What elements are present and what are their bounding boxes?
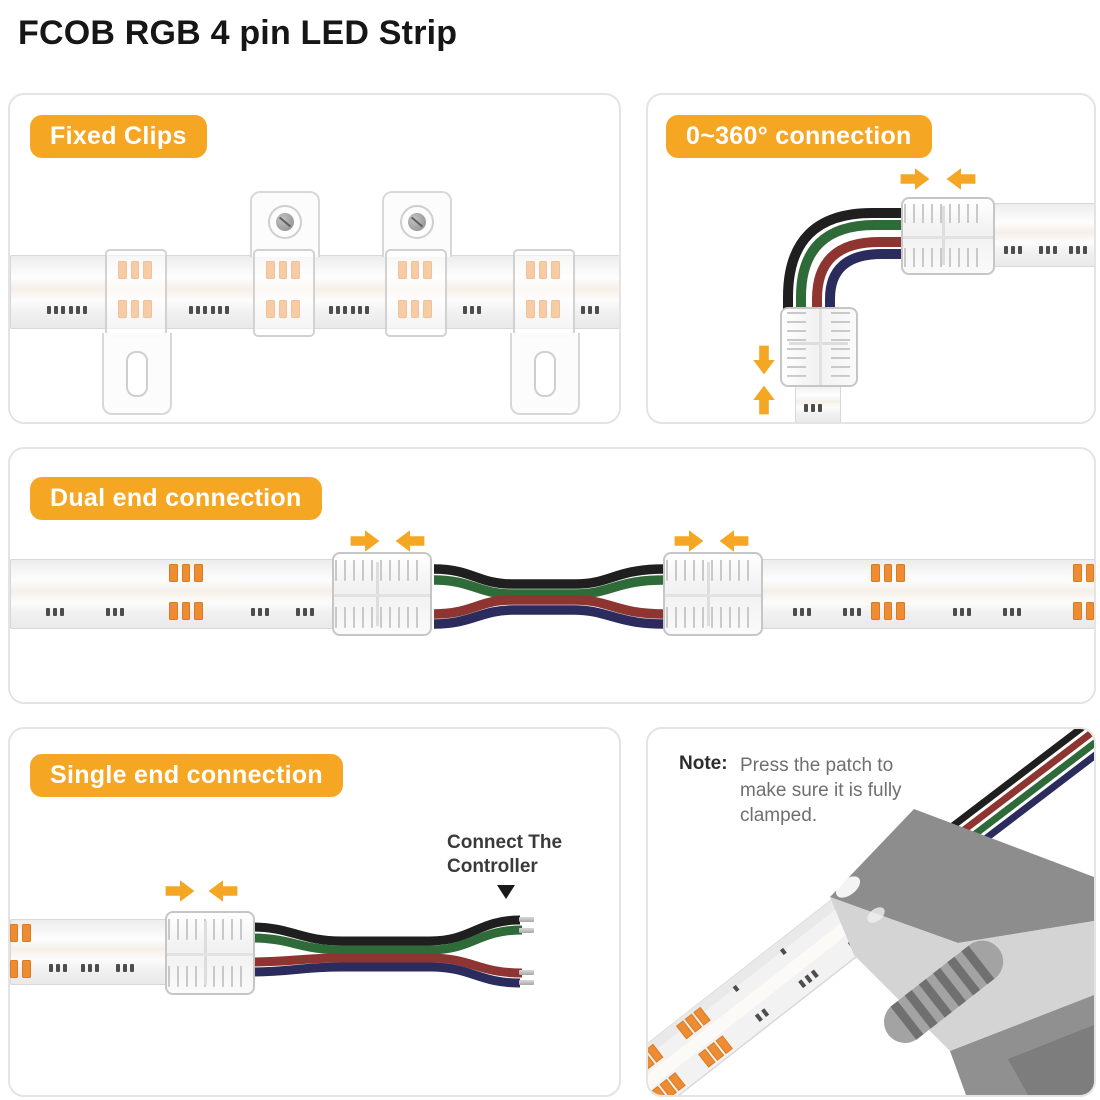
connect-controller-label: Connect The Controller bbox=[447, 832, 563, 877]
screw-icon bbox=[408, 213, 426, 231]
push-right-arrow-icon bbox=[900, 168, 930, 190]
mounting-clip-tab bbox=[382, 191, 452, 257]
component-marks bbox=[49, 964, 67, 972]
solder-pad-group bbox=[871, 564, 906, 582]
pointer-down-arrow-icon bbox=[497, 885, 515, 899]
angle-connection-badge: 0~360° connection bbox=[666, 115, 932, 158]
mounting-clip bbox=[385, 249, 447, 337]
wire-green bbox=[250, 925, 523, 955]
strip-connector bbox=[901, 197, 995, 275]
component-marks bbox=[81, 964, 99, 972]
note-label: Note: bbox=[679, 753, 728, 774]
push-down-arrow-icon bbox=[753, 345, 775, 375]
wire-green bbox=[433, 575, 665, 599]
panel-angle-connection: 0~360° connection bbox=[646, 93, 1096, 424]
wire-pin bbox=[519, 970, 534, 975]
component-marks bbox=[1039, 246, 1057, 254]
component-marks bbox=[69, 306, 87, 314]
component-marks bbox=[116, 964, 134, 972]
mounting-clip bbox=[253, 249, 315, 337]
component-marks bbox=[953, 608, 971, 616]
wire-blue bbox=[825, 249, 906, 309]
solder-pad-group bbox=[10, 924, 32, 942]
component-marks bbox=[351, 306, 369, 314]
wire-pin bbox=[519, 980, 534, 985]
component-marks bbox=[1004, 246, 1022, 254]
push-right-arrow-icon bbox=[350, 530, 380, 552]
strip-connector bbox=[332, 552, 432, 636]
screw-hole bbox=[268, 205, 302, 239]
strip-connector bbox=[780, 307, 858, 387]
screw-hole bbox=[400, 205, 434, 239]
push-right-arrow-icon bbox=[674, 530, 704, 552]
push-left-arrow-icon bbox=[395, 530, 425, 552]
wire-pin bbox=[519, 928, 534, 933]
solder-pad-group bbox=[1073, 564, 1094, 582]
led-strip bbox=[10, 559, 336, 629]
component-marks bbox=[211, 306, 229, 314]
screw-icon bbox=[276, 213, 294, 231]
component-marks bbox=[46, 608, 64, 616]
wire-black bbox=[433, 564, 665, 589]
mounting-clip bbox=[105, 249, 167, 337]
led-strip bbox=[988, 203, 1094, 267]
panel-fixed-clips: Fixed Clips bbox=[8, 93, 621, 424]
wire-green bbox=[796, 220, 906, 309]
component-marks bbox=[329, 306, 347, 314]
strip-connector bbox=[663, 552, 763, 636]
pliers bbox=[830, 809, 1094, 1095]
wire-red bbox=[433, 595, 665, 619]
strip-connector bbox=[165, 911, 255, 995]
solder-pad-group bbox=[169, 564, 204, 582]
wire-red bbox=[812, 237, 906, 309]
push-right-arrow-icon bbox=[165, 880, 195, 902]
component-marks bbox=[804, 404, 822, 412]
pliers-illustration bbox=[648, 729, 1094, 1095]
fixed-clips-badge: Fixed Clips bbox=[30, 115, 207, 158]
wire-blue bbox=[433, 605, 665, 629]
wire-red bbox=[250, 953, 523, 978]
push-up-arrow-icon bbox=[753, 385, 775, 415]
led-strip bbox=[10, 919, 169, 985]
dual-end-badge: Dual end connection bbox=[30, 477, 322, 520]
wire-black bbox=[250, 915, 521, 946]
solder-pad-group bbox=[169, 602, 204, 620]
push-left-arrow-icon bbox=[208, 880, 238, 902]
wire-blue bbox=[250, 962, 521, 988]
note-text: Press the patch to make sure it is fully… bbox=[740, 755, 902, 826]
led-strip bbox=[752, 559, 1094, 629]
mounting-clip-tab bbox=[510, 333, 580, 415]
screw-slot bbox=[126, 351, 148, 397]
panel-note: Note: Press the patch to make sure it is… bbox=[646, 727, 1096, 1097]
screw-slot bbox=[534, 351, 556, 397]
component-marks bbox=[1069, 246, 1087, 254]
single-end-badge: Single end connection bbox=[30, 754, 343, 797]
panel-dual-end: Dual end connection bbox=[8, 447, 1096, 704]
mounting-clip-tab bbox=[250, 191, 320, 257]
wire-pin bbox=[519, 917, 534, 922]
component-marks bbox=[296, 608, 314, 616]
mounting-clip bbox=[513, 249, 575, 337]
push-left-arrow-icon bbox=[719, 530, 749, 552]
component-marks bbox=[47, 306, 65, 314]
solder-pad-group bbox=[1073, 602, 1094, 620]
solder-pad-group bbox=[871, 602, 906, 620]
mounting-clip-tab bbox=[102, 333, 172, 415]
solder-pad-group bbox=[648, 1006, 733, 1095]
wire-black bbox=[783, 208, 906, 309]
component-marks bbox=[463, 306, 481, 314]
component-marks bbox=[189, 306, 207, 314]
push-left-arrow-icon bbox=[946, 168, 976, 190]
led-strip-stub bbox=[795, 383, 841, 422]
panel-single-end: Single end connection Connect The Contro… bbox=[8, 727, 621, 1097]
component-marks bbox=[793, 608, 811, 616]
page-title: FCOB RGB 4 pin LED Strip bbox=[18, 14, 458, 52]
component-marks bbox=[843, 608, 861, 616]
component-marks bbox=[106, 608, 124, 616]
component-marks bbox=[1003, 608, 1021, 616]
component-marks bbox=[581, 306, 599, 314]
solder-pad-group bbox=[10, 960, 32, 978]
component-marks bbox=[251, 608, 269, 616]
